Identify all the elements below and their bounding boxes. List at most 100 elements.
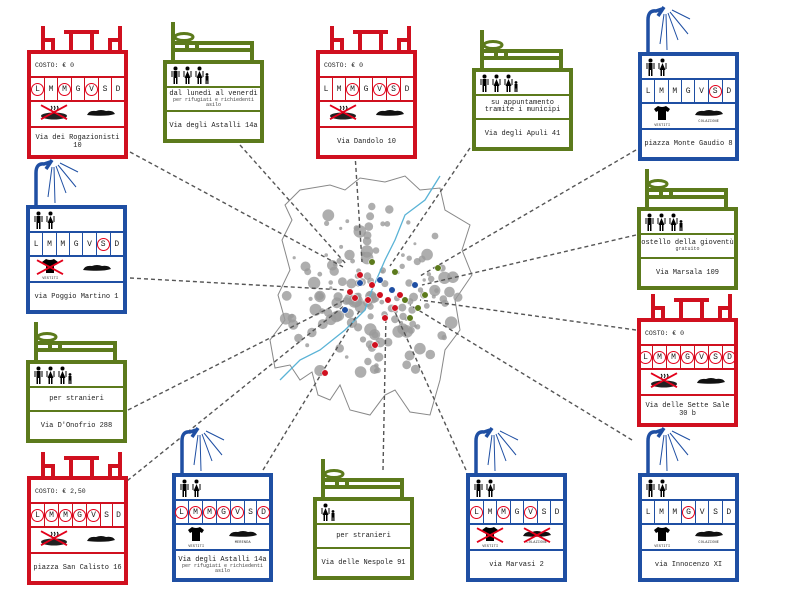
day-S-5: S: [96, 233, 111, 255]
connector-line: [127, 299, 346, 411]
service-location-dot: [341, 306, 349, 314]
bread-icon: [696, 377, 726, 388]
table-chairs-icon: [320, 24, 421, 59]
day-S-5: S: [99, 78, 112, 100]
food-label: COLAZIONE: [698, 119, 720, 124]
day-label: G: [217, 505, 230, 519]
day-label: G: [75, 84, 81, 94]
urban-area: [366, 212, 375, 221]
service-location-dot: [391, 268, 399, 276]
day-label: S: [541, 507, 547, 517]
service-location-dot: [391, 304, 399, 312]
food-service: COLAZIONE: [694, 530, 724, 545]
hot-meal-service: [39, 530, 69, 550]
hot-meal-service: [39, 104, 69, 124]
address: Via delle Sette Sale 30 b: [641, 396, 734, 423]
urban-area: [329, 286, 333, 290]
day-label: D: [257, 505, 270, 519]
day-M-1: M: [189, 501, 203, 523]
family-icon: [58, 366, 73, 384]
day-label: S: [102, 84, 108, 94]
address-text: piazza San Calisto 16: [33, 563, 122, 572]
table-chairs-icon: [641, 292, 742, 327]
day-label: M: [487, 507, 493, 517]
unavailable-cross-icon: [36, 259, 64, 275]
man-icon: [34, 211, 43, 229]
urban-area: [417, 287, 424, 293]
description-text: dal lunedì al venerdì: [169, 89, 258, 98]
address-text: Via dei Rogazionisti 10: [35, 133, 120, 150]
food-label: COLAZIONE: [698, 540, 720, 545]
clothes-label: VESTITI: [188, 544, 205, 549]
hot-meal-icon: [649, 373, 679, 392]
day-S-5: S: [387, 78, 401, 100]
hot-meal-icon: [39, 105, 69, 124]
day-D-6: D: [723, 501, 735, 523]
urban-area: [414, 324, 418, 328]
clothes-label: VESTITI: [654, 544, 671, 549]
table-chairs-icon: [31, 450, 132, 485]
day-label: L: [175, 505, 188, 519]
address-text: Via delle Sette Sale 30 b: [645, 401, 730, 418]
day-label: V: [87, 239, 92, 249]
day-M-2: M: [57, 233, 70, 255]
day-D-6: D: [723, 80, 735, 102]
urban-area: [329, 266, 339, 276]
address-text: Via D'Onofrio 288: [40, 421, 113, 430]
description-note: gratuito: [675, 246, 700, 252]
urban-area: [294, 333, 303, 343]
urban-area: [410, 364, 421, 374]
urban-area: [292, 256, 296, 260]
services: VESTITI: [30, 257, 123, 283]
day-G-3: G: [682, 80, 696, 102]
day-label: G: [73, 239, 79, 249]
target-people: [167, 64, 260, 88]
day-S-5: S: [708, 80, 723, 102]
day-label: D: [726, 86, 732, 96]
urban-area: [384, 221, 391, 227]
day-M-1: M: [333, 78, 346, 100]
day-G-3: G: [682, 501, 696, 523]
description-text: ostello della gioventù: [641, 239, 734, 247]
urban-area: [364, 357, 372, 366]
target-people: [30, 209, 123, 233]
day-label: M: [58, 82, 71, 96]
tiber-river: [279, 175, 441, 381]
service-location-dot: [381, 314, 389, 322]
day-V-4: V: [83, 233, 97, 255]
food-label: COLAZIONE: [526, 540, 548, 545]
day-V-4: V: [373, 78, 387, 100]
clothes-service: VESTITI: [653, 526, 671, 549]
urban-area: [342, 297, 351, 305]
bread-service: [375, 109, 405, 120]
description: per stranieri: [317, 525, 410, 549]
urban-area: [354, 323, 363, 332]
service-location-dot: [376, 291, 384, 299]
day-M-1: M: [43, 233, 57, 255]
bed-icon: [167, 20, 268, 69]
address-text: via Marvasi 2: [489, 560, 544, 569]
urban-area: [345, 219, 350, 224]
urban-area: [421, 248, 433, 261]
t-shirt-icon: [653, 105, 671, 124]
food-service: MERENDA: [228, 530, 258, 545]
